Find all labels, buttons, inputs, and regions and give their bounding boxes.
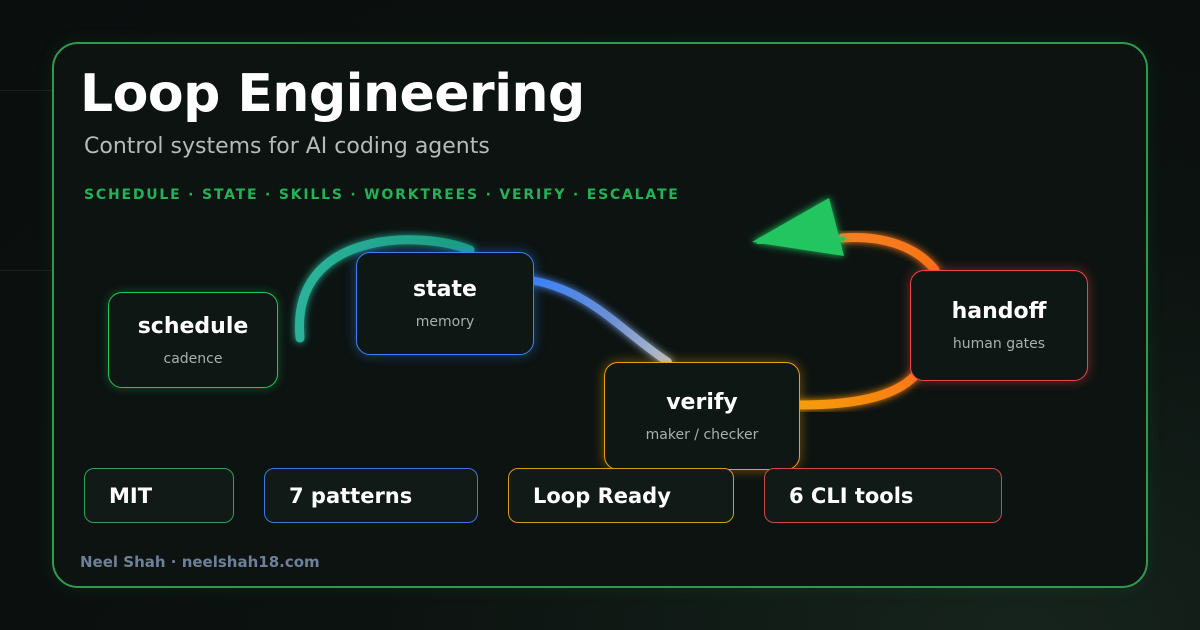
node-state-label: state xyxy=(413,277,477,302)
node-state: state memory xyxy=(356,252,534,355)
page-subtitle: Control systems for AI coding agents xyxy=(84,134,490,159)
node-schedule: schedule cadence xyxy=(108,292,278,388)
node-handoff: handoff human gates xyxy=(910,270,1088,381)
node-verify-label: verify xyxy=(666,389,738,415)
pillars-list: SCHEDULE · STATE · SKILLS · WORKTREES · … xyxy=(84,187,680,203)
node-handoff-sub: human gates xyxy=(952,336,1046,352)
author-credit: Neel Shah · neelshah18.com xyxy=(80,553,320,571)
page-title: Loop Engineering xyxy=(80,64,585,124)
node-verify-sub: maker / checker xyxy=(645,426,759,443)
node-verify: verify maker / checker xyxy=(604,362,800,470)
node-schedule-label: schedule xyxy=(137,313,249,339)
background-line xyxy=(0,90,52,91)
node-state-sub: memory xyxy=(415,314,475,330)
badge-cli-tools: 6 CLI tools xyxy=(764,468,1002,523)
badge-loop-ready: Loop Ready xyxy=(508,468,734,523)
badge-license: MIT xyxy=(84,468,234,523)
background-line xyxy=(0,270,52,271)
badge-patterns: 7 patterns xyxy=(264,468,478,523)
node-handoff-label: handoff xyxy=(951,299,1047,324)
node-schedule-sub: cadence xyxy=(163,350,223,367)
